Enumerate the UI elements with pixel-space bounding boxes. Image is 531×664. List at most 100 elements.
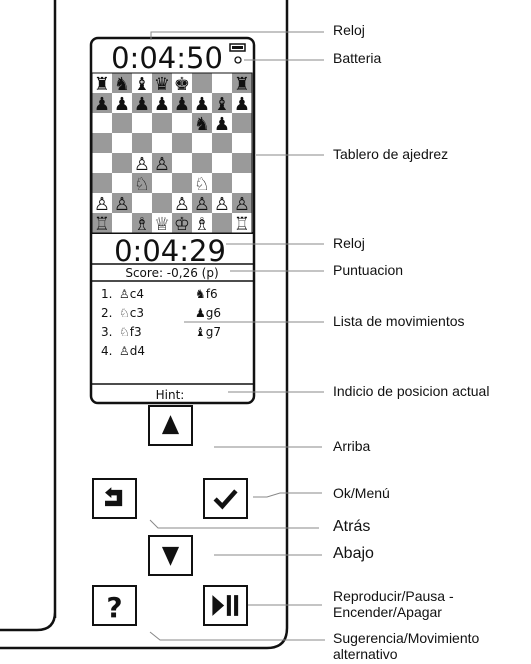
board-square	[112, 93, 132, 113]
board-square	[132, 173, 152, 193]
board-square	[92, 193, 112, 213]
board-square	[132, 73, 152, 93]
chess-piece: ♖	[94, 214, 110, 235]
board-square	[152, 213, 172, 233]
chess-piece: ♙	[154, 154, 170, 175]
back-button[interactable]	[92, 478, 137, 519]
label-reproducir: Reproducir/Pausa -	[333, 588, 454, 604]
board-square	[172, 73, 192, 93]
chess-piece: ♙	[94, 194, 110, 215]
board-square	[152, 153, 172, 173]
board-square	[212, 193, 232, 213]
board-square	[192, 113, 212, 133]
chess-piece: ♟	[94, 94, 110, 115]
question-mark-icon: ?	[106, 591, 122, 624]
label-puntuacion: Puntuacion	[333, 262, 404, 278]
down-button[interactable]	[148, 535, 193, 576]
board-square	[92, 73, 112, 93]
board-square	[112, 133, 132, 153]
board-square	[192, 213, 212, 233]
board-square	[172, 93, 192, 113]
chess-board: ♜♞♝♛♚♜♟♟♟♟♟♟♝♟♞♟♙♙♘♘♙♙♙♙♙♙♖♗♕♔♗♖	[91, 72, 253, 235]
move-number: 1.	[101, 287, 113, 301]
board-square	[112, 73, 132, 93]
board-square	[132, 113, 152, 133]
white-move: ♘c3	[119, 306, 144, 320]
board-square	[212, 113, 232, 133]
chess-piece: ♔	[174, 214, 190, 235]
board-square	[172, 173, 192, 193]
board-square	[152, 93, 172, 113]
chess-piece: ♙	[114, 194, 130, 215]
board-square	[92, 213, 112, 233]
chess-piece: ♗	[134, 214, 150, 235]
board-square	[152, 173, 172, 193]
label-tablero: Tablero de ajedrez	[333, 146, 449, 162]
board-square	[132, 153, 152, 173]
board-square	[232, 153, 252, 173]
board-square	[212, 133, 232, 153]
board-square	[212, 213, 232, 233]
label-batteria: Batteria	[333, 50, 382, 66]
board-square	[152, 193, 172, 213]
play-pause-button[interactable]	[203, 585, 248, 626]
board-square	[92, 153, 112, 173]
chess-piece: ♙	[174, 194, 190, 215]
chess-piece: ♝	[134, 74, 150, 95]
white-move: ♘f3	[119, 325, 142, 339]
move-number: 4.	[101, 344, 113, 358]
board-square	[212, 173, 232, 193]
board-square	[152, 133, 172, 153]
board-square	[232, 173, 252, 193]
chess-piece: ♟	[114, 94, 130, 115]
board-square	[152, 113, 172, 133]
chess-piece: ♞	[194, 114, 210, 135]
board-square	[172, 213, 192, 233]
label-sugerencia: Sugerencia/Movimiento	[333, 630, 480, 646]
board-square	[112, 113, 132, 133]
board-square	[192, 153, 212, 173]
hint-button[interactable]: ?	[92, 585, 137, 626]
chess-piece: ♞	[114, 74, 130, 95]
chess-piece: ♚	[174, 74, 190, 95]
label-arriba: Arriba	[333, 438, 371, 454]
chess-piece: ♖	[234, 214, 250, 235]
chess-piece: ♟	[134, 94, 150, 115]
board-square	[112, 153, 132, 173]
board-square	[92, 173, 112, 193]
black-move: ♝g7	[195, 325, 222, 339]
board-square	[132, 93, 152, 113]
chess-piece: ♕	[154, 214, 170, 235]
chess-piece: ♜	[234, 74, 250, 95]
board-square	[212, 153, 232, 173]
chess-piece: ♟	[234, 94, 250, 115]
chess-piece: ♙	[214, 194, 230, 215]
move-row: 2.♘c3♟g6	[101, 306, 241, 322]
up-button[interactable]	[148, 405, 193, 446]
board-square	[232, 73, 252, 93]
bottom-clock: 0:04:29	[114, 234, 226, 268]
board-square	[192, 93, 212, 113]
white-move: ♙d4	[119, 344, 146, 358]
board-square	[192, 73, 212, 93]
label-encender: Encender/Apagar	[333, 604, 442, 620]
hint-readout: Hint:	[156, 388, 185, 402]
board-square	[132, 213, 152, 233]
black-move: ♟g6	[195, 306, 222, 320]
board-square	[212, 93, 232, 113]
board-square	[172, 133, 192, 153]
chess-piece: ♟	[194, 94, 210, 115]
board-square	[192, 193, 212, 213]
chess-piece: ♙	[134, 154, 150, 175]
white-move: ♙c4	[119, 287, 144, 301]
chess-piece: ♟	[174, 94, 190, 115]
label-abajo: Abajo	[333, 545, 374, 562]
ok-menu-button[interactable]	[203, 478, 248, 519]
board-square	[112, 173, 132, 193]
board-square	[192, 173, 212, 193]
battery-icon	[229, 43, 246, 64]
board-square	[92, 113, 112, 133]
move-row: 1.♙c4♞f6	[101, 287, 241, 303]
